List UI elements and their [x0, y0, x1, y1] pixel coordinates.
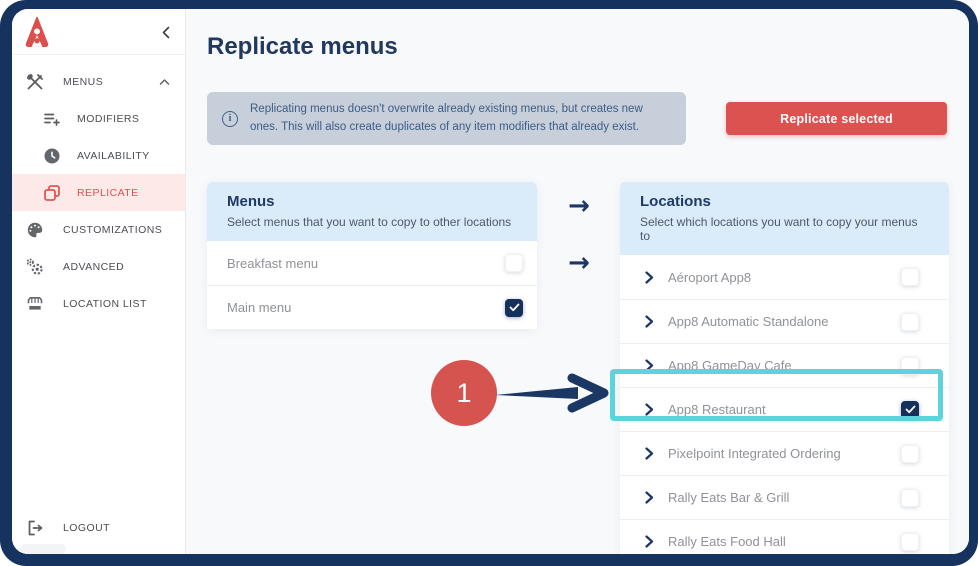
locations-panel: Locations Select which locations you wan… [620, 182, 949, 554]
annotation-arrow-icon [495, 373, 609, 413]
sidebar-collapse-icon[interactable] [161, 26, 171, 39]
sidebar-item-menus[interactable]: MENUS [12, 63, 185, 100]
menus-panel-subtitle: Select menus that you want to copy to ot… [227, 215, 512, 229]
menus-panel-title: Menus [227, 193, 275, 210]
location-checkbox[interactable] [901, 488, 919, 507]
location-checkbox[interactable] [901, 268, 919, 286]
location-row-label: App8 Automatic Standalone [668, 314, 829, 329]
menu-row-breakfast[interactable]: Breakfast menu [207, 241, 537, 285]
sidebar-item-label: MENUS [63, 75, 104, 88]
sidebar-item-advanced[interactable]: ADVANCED [12, 248, 185, 285]
location-checkbox[interactable] [901, 444, 919, 463]
sidebar-item-customizations[interactable]: CUSTOMIZATIONS [12, 211, 185, 248]
sidebar-item-label: LOCATION LIST [63, 297, 147, 310]
chevron-right-icon [645, 270, 654, 284]
sidebar-scroll-pill [20, 544, 66, 554]
main-content: Replicate menus i Replicating menus does… [186, 9, 969, 554]
locations-list: Aéroport App8 App8 Automatic Standalone … [620, 255, 949, 554]
clock-icon [44, 148, 60, 163]
location-row-label: App8 GameDay Cafe [668, 358, 792, 373]
arrow-right-icon: → [568, 248, 590, 278]
sidebar-item-label: REPLICATE [77, 186, 139, 199]
step-badge: 1 [431, 360, 497, 426]
menu-row-main[interactable]: Main menu [207, 285, 537, 329]
logout-button[interactable]: LOGOUT [12, 509, 185, 546]
sidebar-item-label: AVAILABILITY [77, 149, 150, 162]
location-row-rally-eats-food-hall[interactable]: Rally Eats Food Hall [620, 519, 949, 554]
sidebar-nav: MENUS MODIFIERS AVA [12, 63, 185, 322]
logout-label: LOGOUT [63, 521, 111, 534]
locations-panel-subtitle: Select which locations you want to copy … [640, 215, 918, 243]
storefront-icon [27, 296, 43, 310]
location-row-app8-gameday-cafe[interactable]: App8 GameDay Cafe [620, 343, 949, 387]
app-window: MENUS MODIFIERS AVA [12, 9, 969, 554]
gears-icon [26, 258, 43, 275]
sidebar-item-label: MODIFIERS [77, 112, 140, 125]
copy-icon [44, 184, 60, 201]
location-checkbox[interactable] [901, 356, 919, 375]
location-row-label: Rally Eats Bar & Grill [668, 490, 790, 505]
location-checkbox[interactable] [901, 312, 919, 331]
sidebar-header [12, 9, 185, 55]
locations-panel-header: Locations Select which locations you wan… [620, 182, 949, 255]
info-banner-text: Replicating menus doesn't overwrite alre… [250, 102, 643, 133]
chevron-right-icon [645, 315, 654, 328]
info-icon: i [222, 110, 238, 127]
location-checkbox[interactable] [901, 400, 919, 419]
location-row-label: Rally Eats Food Hall [668, 534, 786, 549]
menu-checkbox-main[interactable] [505, 298, 523, 317]
menus-list: Breakfast menu Main menu [207, 241, 537, 329]
sidebar-item-location-list[interactable]: LOCATION LIST [12, 285, 185, 322]
locations-panel-title: Locations [640, 193, 711, 210]
info-banner: i Replicating menus doesn't overwrite al… [207, 92, 686, 145]
arrow-right-icon: → [568, 191, 590, 221]
chevron-right-icon [645, 403, 654, 416]
menus-panel: Menus Select menus that you want to copy… [207, 182, 537, 329]
location-row-rally-eats-bar-grill[interactable]: Rally Eats Bar & Grill [620, 475, 949, 519]
location-row-app8-restaurant[interactable]: App8 Restaurant [620, 387, 949, 431]
sidebar-item-replicate[interactable]: REPLICATE [12, 174, 185, 211]
chevron-right-icon [645, 535, 654, 548]
checkmark-icon [509, 303, 519, 312]
chevron-right-icon [645, 359, 654, 372]
location-checkbox[interactable] [901, 532, 919, 551]
menus-panel-header: Menus Select menus that you want to copy… [207, 182, 537, 241]
chevron-right-icon [645, 491, 654, 504]
location-row-label: Pixelpoint Integrated Ordering [668, 446, 841, 461]
chevron-up-icon [159, 78, 170, 85]
location-row-aeroport-app8[interactable]: Aéroport App8 [620, 255, 949, 299]
location-row-pixelpoint-integrated-ordering[interactable]: Pixelpoint Integrated Ordering [620, 431, 949, 475]
logout-icon [28, 520, 43, 535]
palette-icon [27, 222, 43, 237]
sidebar-item-availability[interactable]: AVAILABILITY [12, 137, 185, 174]
location-row-label: App8 Restaurant [668, 402, 766, 417]
chevron-right-icon [645, 447, 654, 460]
sidebar-item-label: ADVANCED [63, 260, 125, 273]
location-row-label: Aéroport App8 [668, 269, 752, 285]
page-title: Replicate menus [207, 33, 398, 60]
sidebar: MENUS MODIFIERS AVA [12, 9, 186, 554]
replicate-selected-button[interactable]: Replicate selected [726, 102, 947, 135]
location-row-app8-automatic-standalone[interactable]: App8 Automatic Standalone [620, 299, 949, 343]
list-plus-icon [44, 113, 60, 126]
checkmark-icon [905, 405, 915, 414]
utensils-icon [27, 73, 43, 89]
app8-logo-icon [25, 16, 49, 48]
sidebar-item-modifiers[interactable]: MODIFIERS [12, 100, 185, 137]
sidebar-item-label: CUSTOMIZATIONS [63, 223, 163, 236]
menu-checkbox-breakfast[interactable] [505, 254, 523, 272]
menu-row-label: Main menu [227, 300, 292, 315]
menu-row-label: Breakfast menu [227, 255, 319, 271]
